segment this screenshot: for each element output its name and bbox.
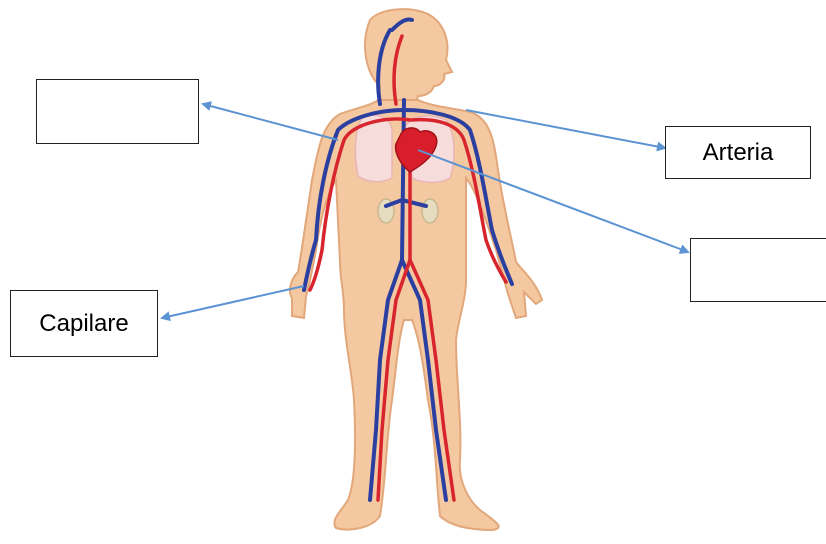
human-body-figure (290, 9, 542, 530)
label-capilare-text: Capilare (39, 310, 128, 338)
label-box-right[interactable] (690, 238, 826, 302)
label-box-capilare[interactable]: Capilare (10, 290, 158, 357)
arrow-to-arteria-box (466, 110, 665, 148)
label-box-arteria[interactable]: Arteria (665, 126, 811, 179)
arrow-to-top-left-box (203, 104, 338, 140)
label-arteria-text: Arteria (703, 139, 774, 167)
arrow-to-capilare-box (162, 286, 304, 318)
label-box-top-left[interactable] (36, 79, 199, 144)
